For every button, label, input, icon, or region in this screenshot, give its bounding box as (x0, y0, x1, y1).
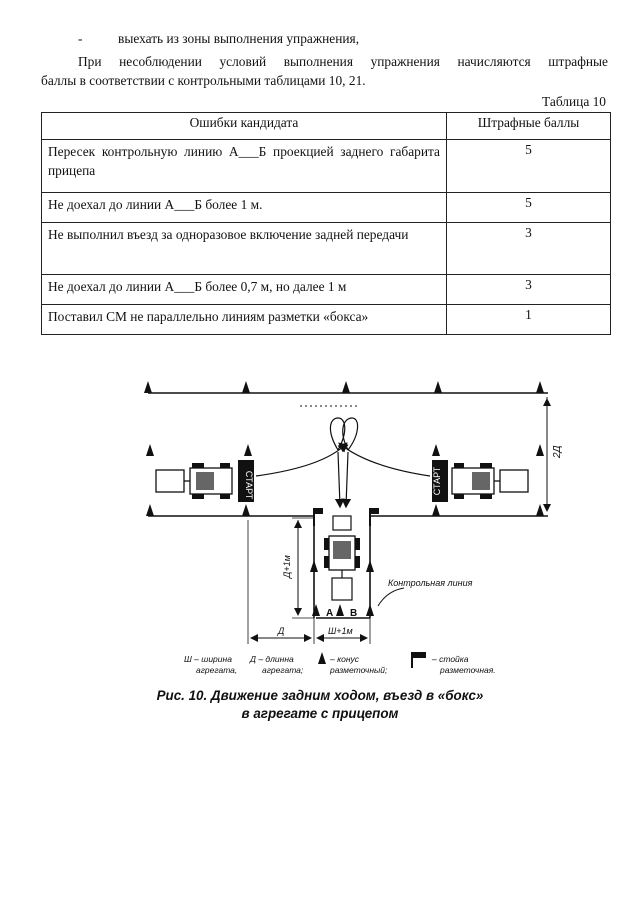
legend-d2: агрегата; (262, 665, 304, 675)
bottom-boundary-line (146, 444, 548, 517)
box-walls (310, 507, 380, 618)
bullet-dash: - (78, 31, 83, 46)
dimension-2d: 2Д (543, 397, 563, 512)
points-cell: 3 (446, 222, 611, 275)
right-start-label: СТАРТ (432, 466, 442, 495)
legend: Ш – ширина агрегата, Д – длинна агрегата… (184, 652, 496, 675)
top-boundary-line (144, 381, 548, 407)
figure-caption-line-1: Рис. 10. Движение задним ходом, въезд в … (156, 688, 484, 703)
label-b: В (350, 608, 357, 619)
points-cell: 5 (446, 139, 611, 193)
table-row: Поставил СМ не параллельно линиям размет… (41, 304, 611, 335)
dimension-w1m: Ш+1м (316, 618, 371, 644)
label-w1m: Ш+1м (328, 626, 353, 636)
label-d: Д (277, 626, 285, 636)
table-caption: Таблица 10 (542, 94, 606, 109)
legend-w2: агрегата, (196, 665, 237, 675)
legend-post2: разметочная. (439, 665, 496, 675)
table-row: Пересек контрольную линию А___Б проекцие… (41, 139, 611, 193)
control-line: А В Контрольная линия (316, 578, 473, 619)
legend-cone: – конус (329, 654, 360, 664)
legend-cone2: разметочный; (329, 665, 388, 675)
table-header-row: Ошибки кандидата Штрафные баллы (41, 112, 611, 140)
legend-w: Ш – ширина (184, 654, 232, 664)
header-points: Штрафные баллы (446, 112, 611, 140)
trajectory-lines (255, 417, 431, 509)
right-tractor-icon (451, 463, 529, 499)
paragraph-line-2: баллы в соответствии с контрольными табл… (41, 73, 366, 88)
label-d1m: Д+1м (282, 555, 292, 579)
error-cell: Не выполнил въезд за одноразовое включен… (41, 222, 447, 275)
label-2d: 2Д (552, 445, 563, 459)
label-control-line: Контрольная линия (388, 578, 473, 588)
table-row: Не выполнил въезд за одноразовое включен… (41, 222, 611, 275)
bullet-line: - выехать из зоны выполнения упражнения, (78, 31, 359, 47)
points-cell: 5 (446, 192, 611, 223)
label-a: А (326, 608, 333, 619)
legend-d: Д – длинна (249, 654, 294, 664)
parked-tractor-icon (324, 515, 360, 601)
left-start-label: СТАРТ (244, 471, 254, 500)
points-cell: 1 (446, 304, 611, 335)
right-start-post: СТАРТ (432, 460, 448, 502)
left-start-post: СТАРТ (238, 460, 254, 502)
error-cell: Не доехал до линии А___Б более 0,7 м, но… (41, 274, 447, 305)
errors-table: Ошибки кандидата Штрафные баллы Пересек … (41, 112, 611, 335)
dimension-d1m: Д+1м (282, 517, 314, 619)
header-errors: Ошибки кандидата (41, 112, 447, 140)
dimension-d: Д (247, 520, 315, 644)
points-cell: 3 (446, 274, 611, 305)
error-cell: Пересек контрольную линию А___Б проекцие… (41, 139, 447, 193)
legend-post: – стойка (431, 654, 469, 664)
box-entry-diagram: 2Д СТАРТ С (144, 381, 563, 675)
error-cell: Не доехал до линии А___Б более 1 м. (41, 192, 447, 223)
table-row: Не доехал до линии А___Б более 1 м. 5 (41, 192, 611, 223)
legend-post-icon (411, 652, 426, 668)
figure-caption-line-2: в агрегате с прицепом (241, 706, 399, 721)
error-cell: Поставил СМ не параллельно линиям размет… (41, 304, 447, 335)
left-tractor-icon (155, 463, 233, 499)
bullet-text: выехать из зоны выполнения упражнения, (118, 31, 360, 46)
paragraph-line-1: При несоблюдении условий выполнения упра… (78, 54, 608, 69)
legend-cone-icon (318, 652, 326, 664)
table-row: Не доехал до линии А___Б более 0,7 м, но… (41, 274, 611, 305)
